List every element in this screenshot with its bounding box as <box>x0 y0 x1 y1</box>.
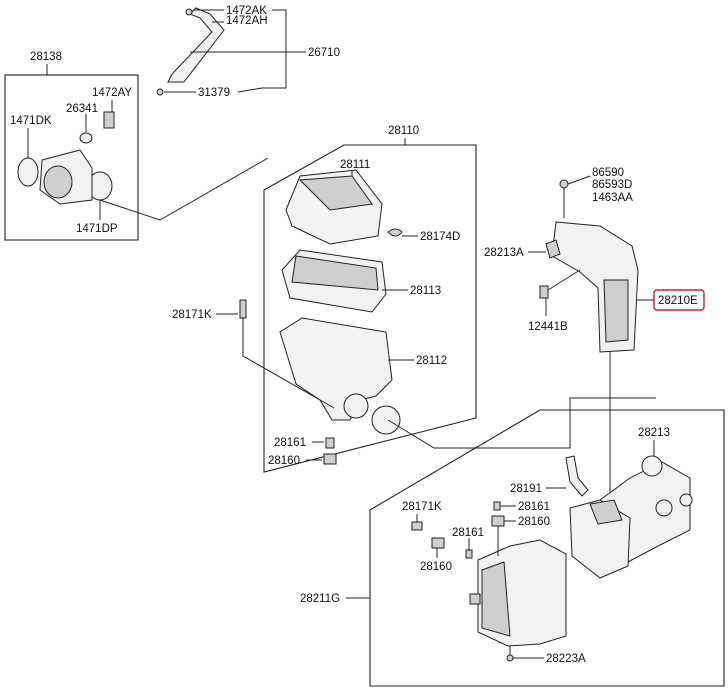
label-28160-top: 28160 <box>268 455 300 467</box>
label-86593D: 86593D <box>592 179 632 191</box>
label-28161-top: 28161 <box>274 437 306 449</box>
label-28160-bottom-left: 28160 <box>420 561 452 573</box>
label-28213: 28213 <box>638 427 670 439</box>
label-1472AK: 1472AK <box>226 5 267 17</box>
bolt-86590-icon <box>559 179 569 189</box>
grommet-28161-bottom-right-icon <box>493 501 501 511</box>
label-28111: 28111 <box>340 159 370 171</box>
grommet-28161-bottom-left-icon <box>465 549 473 559</box>
label-28113: 28113 <box>410 285 441 297</box>
label-28161-bottom-left: 28161 <box>452 527 484 539</box>
label-1471DP: 1471DP <box>76 223 118 235</box>
label-31379: 31379 <box>198 87 230 99</box>
bracket-28213A-icon <box>545 239 561 259</box>
intake-duct-illustration <box>551 221 639 353</box>
label-28112: 28112 <box>416 355 447 367</box>
label-28213A: 28213A <box>484 247 524 259</box>
bolt-28171K-bottom-icon <box>411 521 423 531</box>
leader-12441B-up <box>547 269 581 291</box>
label-26341: 26341 <box>66 103 98 115</box>
label-1472AY: 1472AY <box>92 87 132 99</box>
mount-28160-icon <box>323 453 337 465</box>
tube-28191-icon <box>565 455 589 497</box>
mount-28160-bottom-left-icon <box>431 537 445 549</box>
label-28223A: 28223A <box>546 653 586 665</box>
resonator-illustration <box>569 499 631 579</box>
label-28161-bottom-right: 28161 <box>518 501 550 513</box>
box-28211G <box>369 409 725 687</box>
callout-1472AK: 1472AK <box>194 5 267 17</box>
label-28171K-top: 28171K <box>172 309 212 321</box>
air-filter-illustration <box>281 249 387 313</box>
callout-1472AH: 1472AH <box>212 15 268 27</box>
label-12441B: 12441B <box>528 321 568 333</box>
box-28138 <box>4 74 139 241</box>
label-1463AA: 1463AA <box>592 192 633 204</box>
link-box-to-cleaner <box>99 157 269 221</box>
label-28174D: 28174D <box>420 231 460 243</box>
leader-bolt-to-body <box>242 318 335 409</box>
label-28210E: 28210E <box>658 295 698 307</box>
label-28110: 28110 <box>388 125 419 137</box>
leader-31379-end <box>237 87 263 93</box>
breather-hose-illustration <box>156 7 225 96</box>
air-cleaner-body-illustration <box>279 317 401 435</box>
air-cleaner-cover-illustration <box>285 169 383 245</box>
lower-air-cleaner-illustration <box>469 539 567 647</box>
label-26710: 26710 <box>308 47 340 59</box>
label-1471DK: 1471DK <box>10 115 52 127</box>
leader-86590 <box>567 175 591 185</box>
label-28160-bottom-right: 28160 <box>518 516 550 528</box>
label-28211G: 28211G <box>300 593 340 605</box>
bracket-line <box>262 9 287 89</box>
grommet-28161-icon <box>325 437 335 449</box>
clip-28174D-icon <box>387 228 403 237</box>
label-86590: 86590 <box>592 167 624 179</box>
hose-clamp-illustration <box>17 111 115 205</box>
mount-28160-bottom-right-icon <box>491 515 505 527</box>
box-28110 <box>263 144 477 473</box>
label-28171K-bottom: 28171K <box>402 501 442 513</box>
label-1472AH: 1472AH <box>226 15 268 27</box>
bolt-28223A-icon <box>506 654 514 662</box>
label-28138: 28138 <box>30 51 62 63</box>
link-cleaner-to-duct <box>387 397 656 449</box>
label-28191: 28191 <box>510 483 542 495</box>
bolt-28171K-icon <box>239 299 247 319</box>
bolt-12441B-icon <box>539 285 549 299</box>
